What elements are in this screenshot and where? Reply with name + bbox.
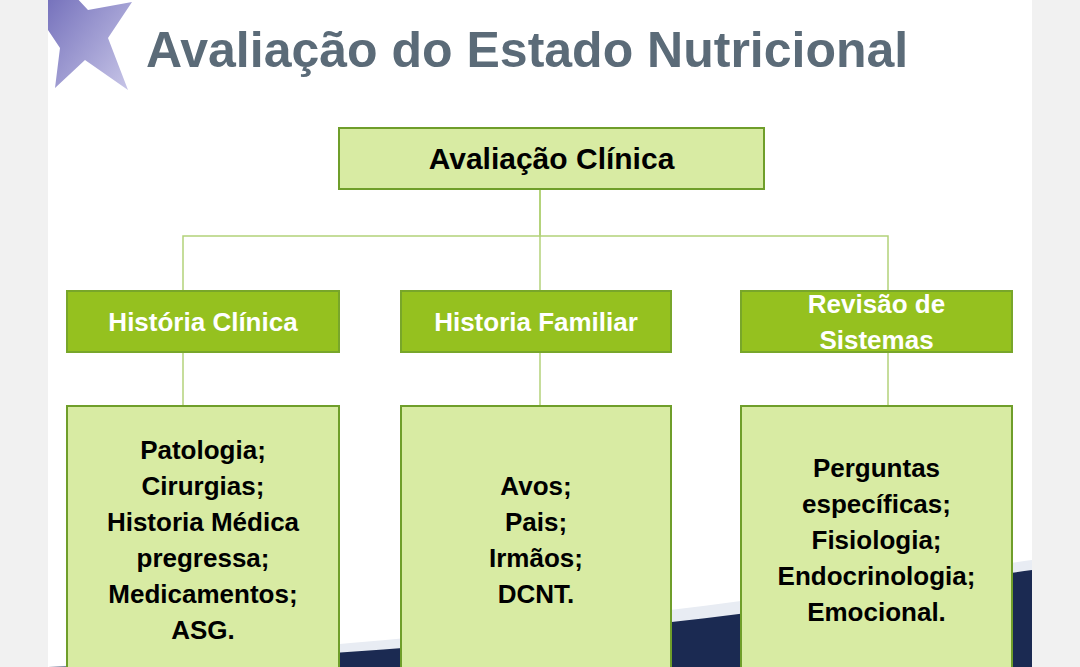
category-box: Revisão de Sistemas [740,290,1013,353]
detail-item: ASG. [163,612,243,648]
box-label: Revisão de Sistemas [742,286,1011,358]
category-box: História Clínica [66,290,340,353]
box-label: Avaliação Clínica [421,141,683,177]
category-box: Historia Familiar [400,290,672,353]
detail-item: Endocrinologia; [770,558,984,594]
detail-box: Avos;Pais;Irmãos;DCNT. [400,405,672,667]
detail-box: Perguntas específicas;Fisiologia;Endocri… [740,405,1013,667]
detail-item: Emocional. [799,594,954,630]
star-ornament [48,0,132,90]
connector-line [887,353,889,405]
box-label: Historia Familiar [426,304,646,340]
slide-title: Avaliação do Estado Nutricional [146,20,908,80]
detail-item: Historia Médica pregressa; [68,504,338,576]
detail-box: Patologia;Cirurgias;Historia Médica preg… [66,405,340,667]
detail-item: Patologia; [132,432,274,468]
detail-item: Avos; [492,468,579,504]
connector-line [183,190,540,290]
connector-line [539,353,541,405]
slide-page [48,0,1032,667]
detail-item: Perguntas específicas; [742,450,1011,522]
detail-item: Cirurgias; [134,468,273,504]
detail-item: DCNT. [490,576,583,612]
box-label: História Clínica [100,304,305,340]
detail-item: Medicamentos; [100,576,305,612]
root-box: Avaliação Clínica [338,127,765,190]
detail-item: Irmãos; [481,540,591,576]
detail-item: Pais; [497,504,575,540]
connector-line [540,190,888,290]
connector-line [182,353,184,405]
detail-item: Fisiologia; [804,522,950,558]
